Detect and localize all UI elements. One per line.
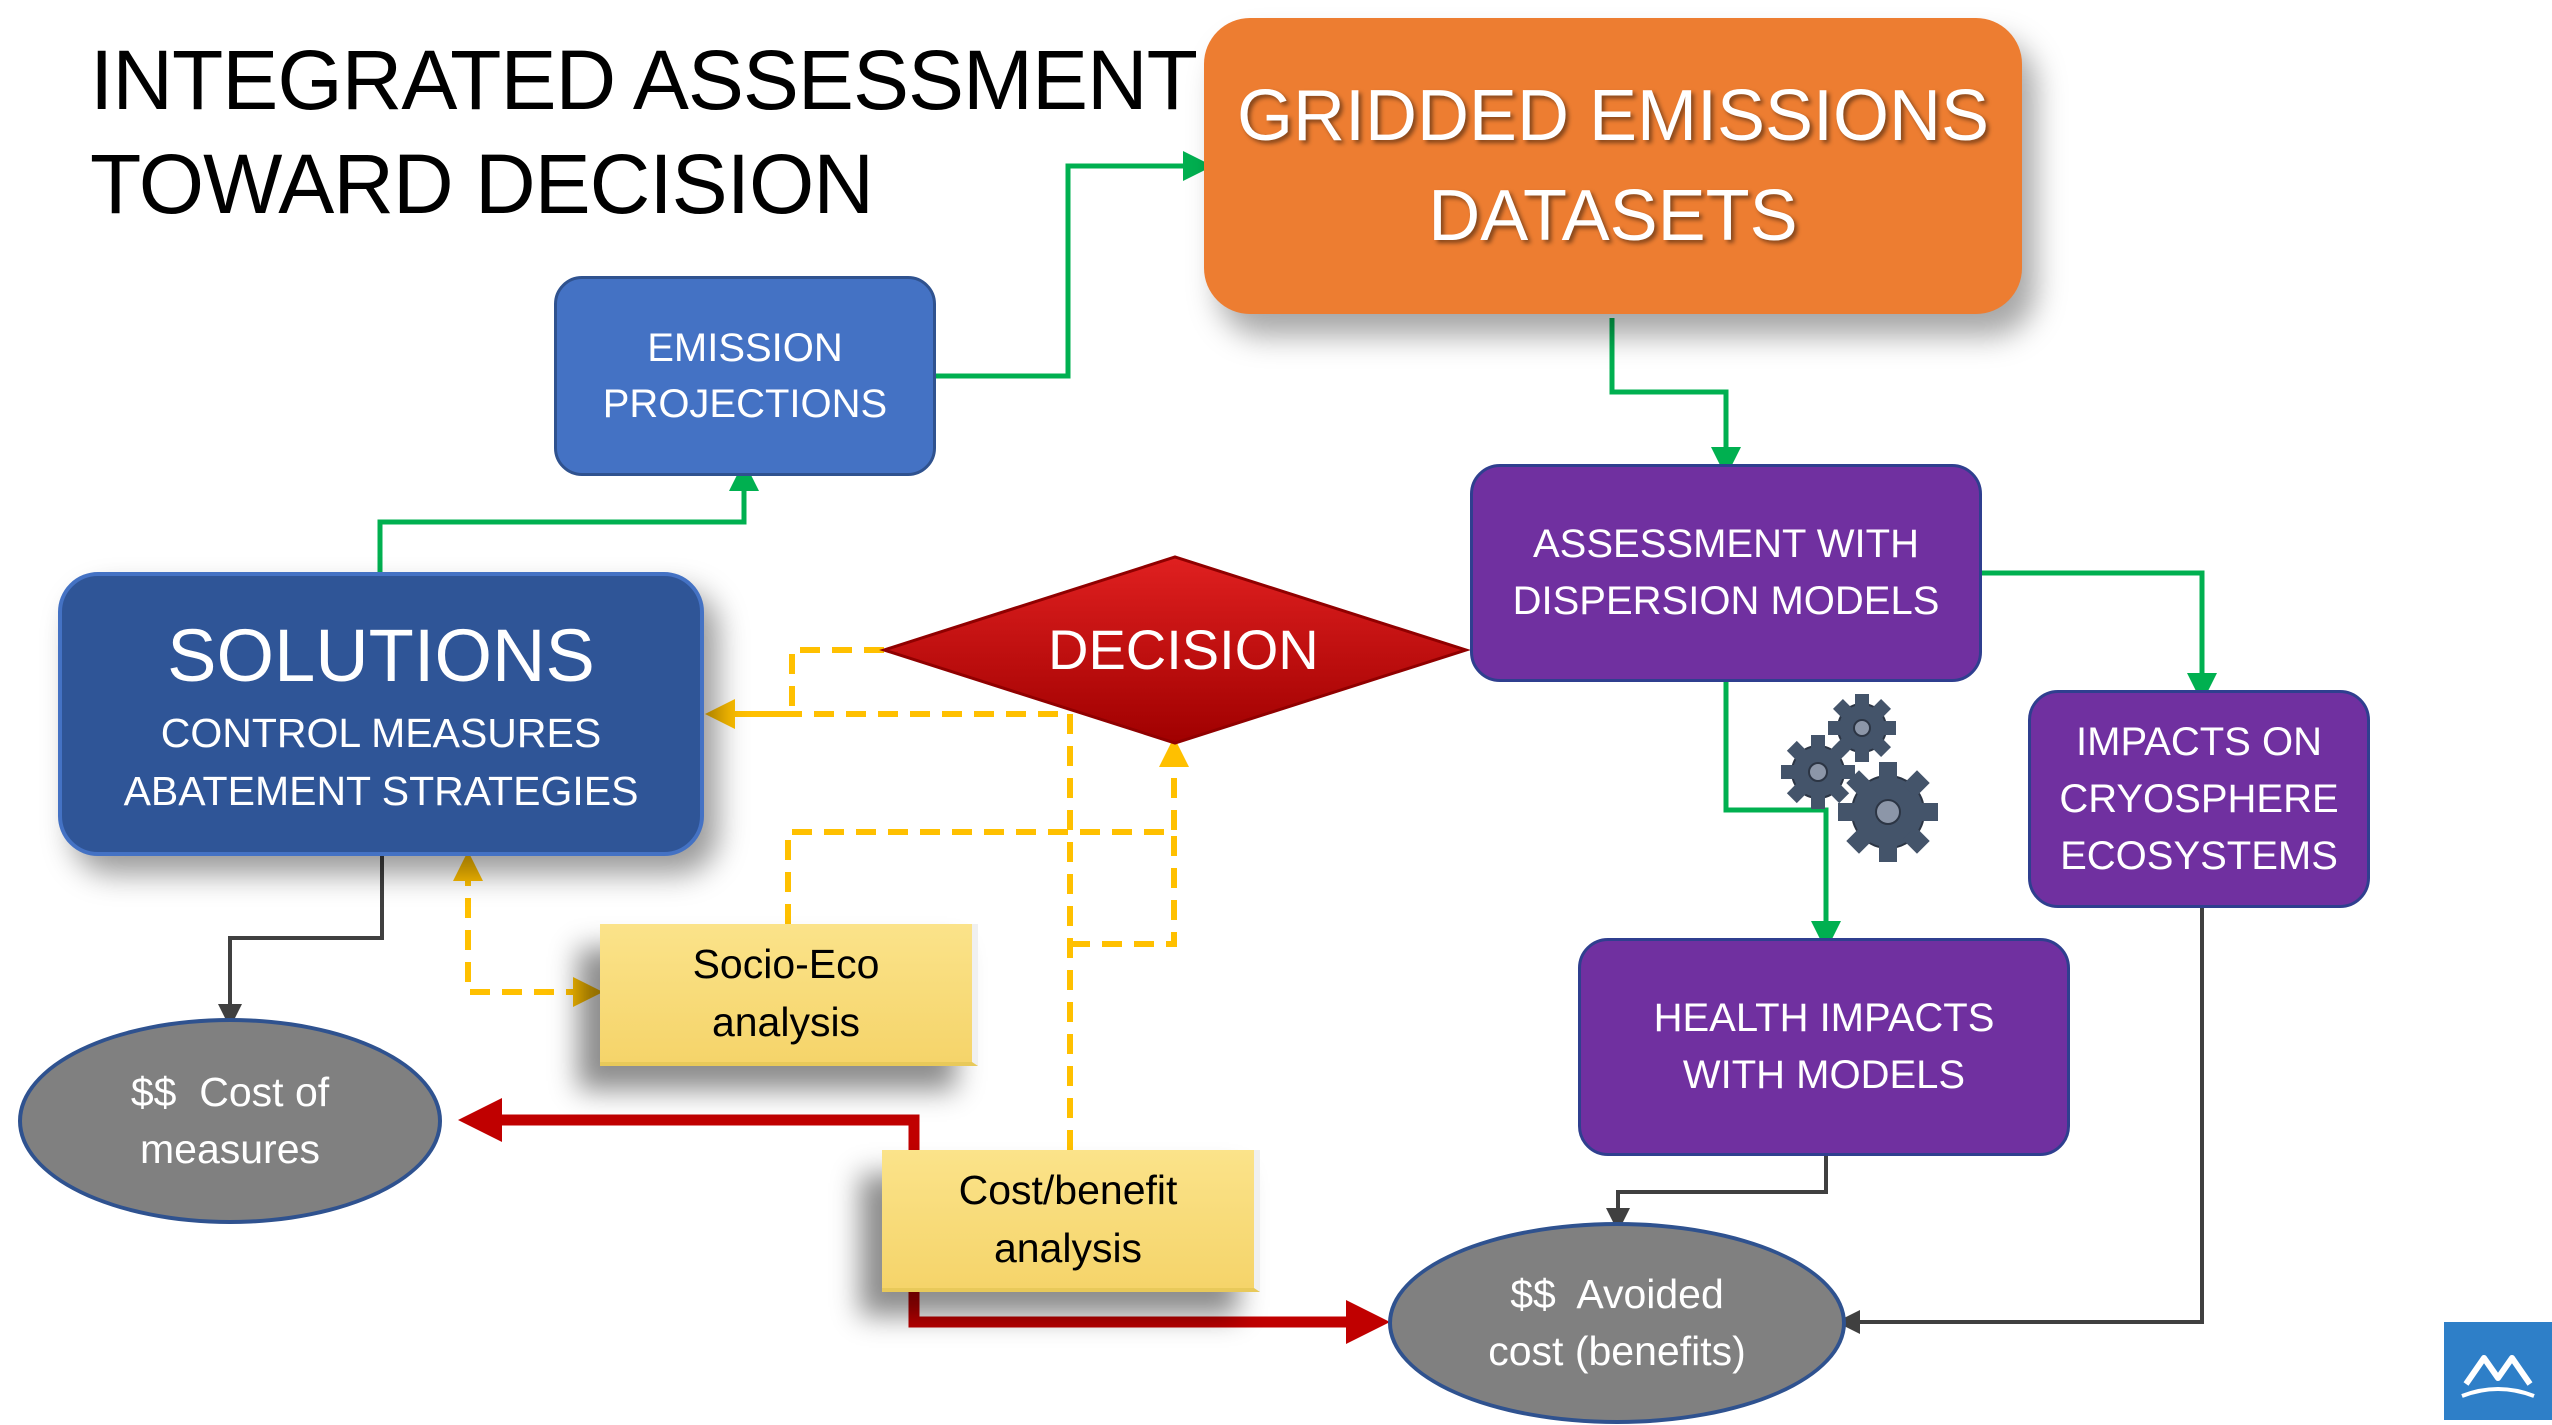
gridded-line-1: GRIDDED EMISSIONS [1236, 76, 1990, 156]
solutions-title: SOLUTIONS [167, 614, 595, 697]
arrow-costbenefit-to-decision [1070, 832, 1177, 947]
assessment-box: ASSESSMENT WITH DISPERSION MODELS [1470, 464, 1982, 682]
projections-line-2: PROJECTIONS [602, 382, 888, 426]
arrow-socio-solutions-two-way [453, 851, 603, 1007]
avoided-cost-oval: $$ Avoided cost (benefits) [1388, 1222, 1846, 1424]
gridded-line-2: DATASETS [1428, 176, 1798, 256]
avoided-line-1: $$ Avoided [1510, 1271, 1724, 1317]
mountain-logo-icon [2444, 1322, 2552, 1420]
cost-of-measures-oval: $$ Cost of measures [18, 1018, 442, 1224]
cryosphere-line-2: CRYOSPHERE [2059, 776, 2339, 821]
arrow-solutions-to-cost [218, 856, 384, 1028]
decision-label: DECISION [1048, 618, 1319, 681]
emission-projections-box: EMISSION PROJECTIONS [554, 276, 936, 476]
projections-line-1: EMISSION [647, 326, 843, 370]
arrow-cryosphere-to-avoided [1836, 908, 2204, 1334]
solutions-line-2: ABATEMENT STRATEGIES [123, 768, 639, 814]
assessment-line-2: DISPERSION MODELS [1512, 579, 1940, 623]
socio-line-2: analysis [711, 999, 861, 1045]
health-line-1: HEALTH IMPACTS [1653, 996, 1995, 1040]
arrow-solutions-to-projections [377, 461, 759, 572]
arrow-socio-to-decision [785, 737, 1189, 924]
solutions-line-1: CONTROL MEASURES [160, 710, 602, 756]
cost-measures-line-2: measures [139, 1126, 320, 1172]
title-line-2: TOWARD DECISION [90, 137, 874, 231]
costbenefit-line-1: Cost/benefit [958, 1167, 1178, 1213]
decision-diamond [879, 555, 1471, 745]
gridded-emissions-box: GRIDDED EMISSIONS DATASETS [1204, 18, 2022, 314]
solutions-box: SOLUTIONS CONTROL MEASURES ABATEMENT STR… [58, 572, 704, 856]
assessment-line-1: ASSESSMENT WITH [1533, 522, 1919, 566]
cryosphere-line-3: ECOSYSTEMS [2060, 833, 2338, 878]
costbenefit-line-2: analysis [993, 1225, 1143, 1271]
health-line-2: WITH MODELS [1682, 1053, 1966, 1097]
cost-benefit-box: Cost/benefit analysis [882, 1150, 1260, 1292]
avoided-line-2: cost (benefits) [1488, 1328, 1746, 1374]
arrow-assessment-to-health [1723, 682, 1841, 951]
title-line-1: INTEGRATED ASSESSMENT [90, 33, 1198, 127]
gears-icon [1781, 694, 1938, 862]
arrow-decision-to-solutions [705, 647, 884, 729]
health-impacts-box: HEALTH IMPACTS WITH MODELS [1578, 938, 2070, 1156]
arrow-costbenefit-to-solutions [720, 711, 1073, 1150]
arrow-health-to-avoided [1606, 1156, 1828, 1232]
arrow-gridded-to-assessment [1609, 318, 1741, 477]
cryosphere-line-1: IMPACTS ON [2076, 719, 2322, 764]
page-title: INTEGRATED ASSESSMENT TOWARD DECISION [90, 28, 1198, 236]
arrow-costbenefit-to-cost [458, 1098, 920, 1216]
cryosphere-box: IMPACTS ON CRYOSPHERE ECOSYSTEMS [2028, 690, 2370, 908]
socio-eco-box: Socio-Eco analysis [600, 924, 978, 1066]
socio-line-1: Socio-Eco [692, 941, 880, 987]
cost-measures-line-1: $$ Cost of [130, 1069, 330, 1115]
arrow-projections-to-gridded [934, 151, 1213, 379]
arrow-assessment-to-cryosphere [1982, 570, 2217, 703]
